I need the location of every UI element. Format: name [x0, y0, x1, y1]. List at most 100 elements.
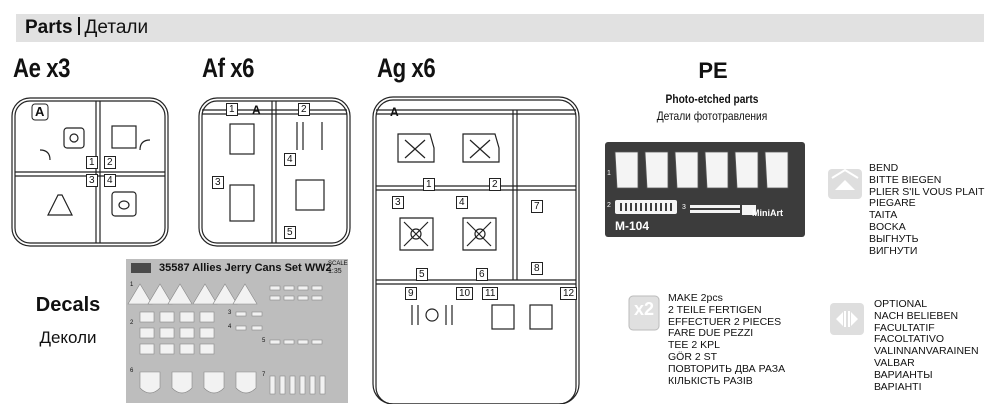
legend-optional-line: OPTIONAL [874, 298, 928, 310]
sprue-ag-title: Ag x6 [377, 53, 436, 83]
legend-bend-line: ВЫГНУТЬ [869, 232, 919, 245]
legend-bend: BEND BITTE BIEGEN PLIER S'IL VOUS PLAIT … [869, 162, 985, 257]
decal-num-1: 1 [130, 282, 134, 288]
ae-part-ring2 [118, 200, 130, 210]
sprue-ag-letter: A [390, 105, 399, 119]
legend-optional-line: FACULTATIF [874, 321, 935, 334]
ag-part-block [491, 304, 515, 330]
legend-optional-line: VALINNANVARAINEN [874, 345, 979, 358]
af-num-1: 1 [226, 103, 238, 116]
ae-num-1: 1 [86, 156, 98, 169]
decal-num-4: 4 [228, 324, 232, 330]
legend-bend-line: BEND [869, 162, 899, 174]
section-header: Parts Детали [25, 17, 148, 39]
decal-sheet-title: 35587 Allies Jerry Cans Set WW2 [159, 262, 332, 274]
header-parts-ru: Детали [84, 17, 149, 38]
ae-part-cap2 [111, 191, 137, 217]
ag-part-block2 [529, 304, 553, 330]
sprue-af-letter: A [252, 103, 261, 117]
decal-sheet-logo [131, 263, 151, 273]
ae-num-4: 4 [104, 174, 116, 187]
header-separator [77, 17, 80, 35]
pe-brand: MiniArt [752, 208, 783, 218]
ag-num-11: 11 [482, 287, 499, 300]
legend-make-two-line: КІЛЬКІСТЬ РАЗІВ [668, 374, 753, 387]
pe-subtitle-ru: Детали фототравления [656, 109, 768, 123]
ag-num-7: 7 [531, 200, 543, 213]
ag-num-5: 5 [416, 268, 428, 281]
af-num-4: 4 [284, 153, 296, 166]
ag-num-1: 1 [423, 178, 435, 191]
ae-part-cap [63, 127, 85, 149]
decal-num-7: 7 [262, 372, 266, 378]
ag-part-can-front [399, 217, 434, 251]
legend-optional: OPTIONAL NACH BELIEBEN FACULTATIF FACOLT… [874, 298, 979, 393]
legend-make-two-line: ПОВТОРИТЬ ДВА РАЗА [668, 362, 786, 375]
legend-optional-line: ВАРІАНТІ [874, 380, 922, 393]
pe-subtitle: Photo-etched parts [665, 92, 759, 106]
ag-part-can-side2 [462, 133, 500, 163]
decals-title-ru: Деколи [39, 328, 97, 347]
legend-bend-line: BOCKA [869, 220, 906, 233]
ag-num-4: 4 [456, 196, 468, 209]
decal-num-3: 3 [228, 310, 232, 316]
legend-make-two-line: GÖR 2 ST [668, 350, 718, 363]
decal-sheet [126, 259, 348, 403]
legend-optional-line: ВАРИАНТЫ [874, 368, 933, 381]
ag-part-can-front2 [462, 217, 497, 251]
ag-num-9: 9 [405, 287, 417, 300]
decal-num-2: 2 [130, 320, 134, 326]
legend-bend-line: PIEGARE [869, 197, 916, 210]
af-num-3: 3 [212, 176, 224, 189]
section-header-bar [16, 14, 984, 42]
af-num-5: 5 [284, 226, 296, 239]
legend-make-two: MAKE 2pcs 2 TEILE FERTIGEN EFFECTUER 2 P… [668, 292, 786, 387]
ae-part-box [111, 125, 137, 149]
decals-title: Decals [35, 294, 101, 316]
optional-icon [830, 303, 864, 335]
ag-num-10: 10 [456, 287, 474, 300]
legend-make-two-line: TEE 2 KPL [668, 339, 720, 352]
sprue-af-title: Af x6 [202, 53, 255, 83]
ag-num-2: 2 [489, 178, 501, 191]
ag-num-6: 6 [476, 268, 488, 281]
af-part-panel2 [229, 184, 255, 222]
ae-part-ring [69, 133, 79, 143]
legend-make-two-line: MAKE 2pcs [668, 292, 723, 304]
pe-title: PE [698, 58, 728, 83]
pe-num-1: 1 [607, 170, 611, 177]
make-two-badge: x2 [633, 299, 655, 319]
ae-part-funnel [47, 194, 73, 216]
sprue-ae-frame [11, 97, 169, 247]
header-parts: Parts [25, 17, 73, 38]
pe-code: M-104 [615, 219, 650, 233]
legend-bend-line: BITTE BIEGEN [869, 173, 942, 186]
pe-num-2: 2 [607, 202, 611, 209]
decal-num-6: 6 [130, 368, 134, 374]
ag-num-3: 3 [392, 196, 404, 209]
bend-icon [828, 168, 862, 199]
ae-num-3: 3 [86, 174, 98, 187]
legend-optional-line: VALBAR [874, 356, 915, 369]
legend-optional-line: NACH BELIEBEN [874, 309, 959, 322]
legend-bend-line: TAITA [869, 209, 898, 222]
ag-part-can-side [397, 133, 435, 163]
ag-num-12: 12 [560, 287, 578, 300]
legend-make-two-line: EFFECTUER 2 PIECES [668, 315, 782, 328]
decal-scale: 1:35 [328, 268, 342, 275]
af-part-plate [295, 179, 325, 211]
sprue-ae-runner-v [95, 101, 101, 243]
af-part-panel [229, 123, 255, 155]
legend-make-two-line: 2 TEILE FERTIGEN [668, 303, 762, 316]
legend-bend-line: PLIER S'IL VOUS PLAIT [869, 185, 985, 198]
pe-num-3: 3 [682, 204, 686, 211]
sprue-ae-title: Ae x3 [13, 53, 71, 83]
ae-num-2: 2 [104, 156, 116, 169]
af-num-2: 2 [298, 103, 310, 116]
decal-scale-label: SCALE [328, 261, 348, 267]
ag-num-8: 8 [531, 262, 543, 275]
legend-make-two-line: FARE DUE PEZZI [668, 327, 754, 340]
legend-optional-line: FACOLTATIVO [874, 333, 945, 346]
sprue-ae-letter: A [35, 104, 45, 119]
decal-num-5: 5 [262, 338, 266, 344]
